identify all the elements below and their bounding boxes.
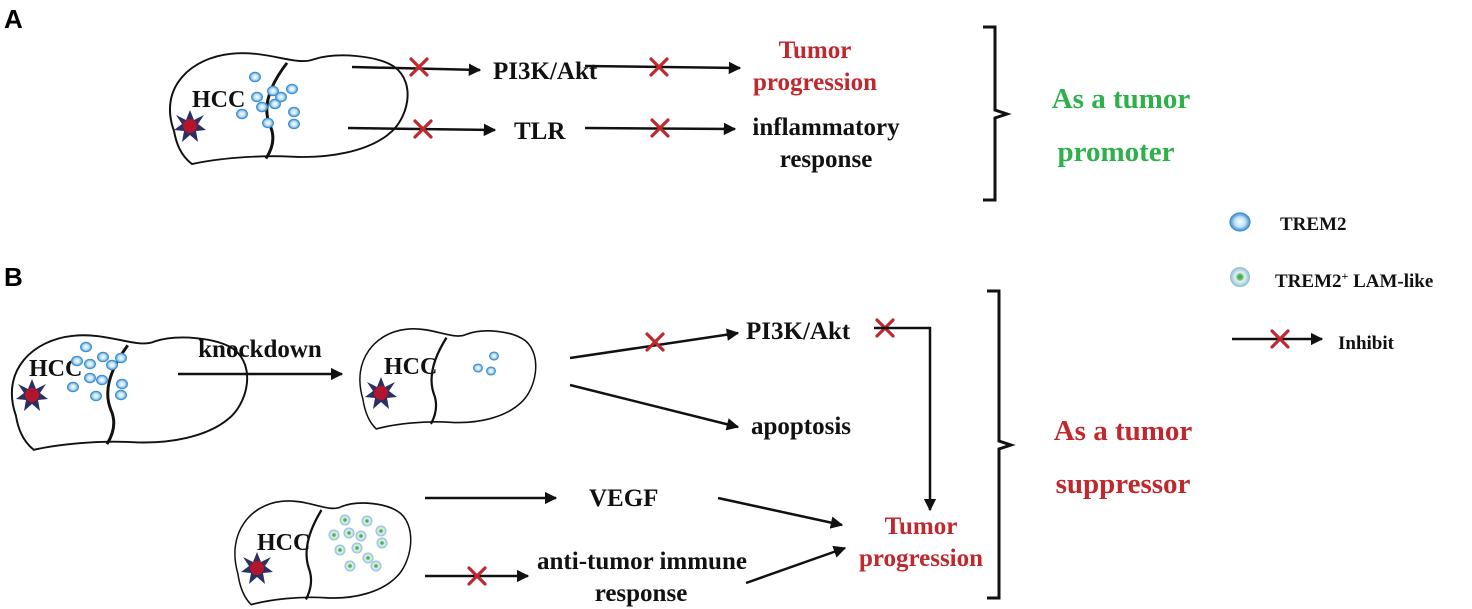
role-label-b2: suppressor	[1056, 468, 1191, 500]
inhibit-x-icon	[649, 57, 669, 77]
tumor-progression-label-a1: Tumor	[779, 37, 852, 64]
arrow-immune-to-tumor	[745, 545, 847, 585]
inhibit-x-icon	[1270, 329, 1290, 349]
apoptosis-label: apoptosis	[751, 413, 851, 440]
lam-like-cell-icon	[1230, 267, 1250, 287]
legend-inhibit-label: Inhibit	[1338, 333, 1395, 354]
pi3k-label-b: PI3K/Akt	[746, 318, 851, 345]
arrow-pi3k-to-tumor-b	[874, 326, 937, 512]
tumor-progression-label-b1: Tumor	[885, 513, 958, 540]
immune-response-label-2: response	[595, 580, 688, 607]
panel-a-label: A	[4, 4, 23, 34]
trem2-cell-cluster-b2	[473, 351, 499, 376]
arrow-to-pi3k-b	[569, 328, 740, 360]
arrow-vegf-to-tumor	[717, 496, 844, 529]
knockdown-label: knockdown	[198, 336, 322, 363]
hcc-label-b3: HCC	[257, 530, 310, 556]
lam-cell-cluster	[328, 514, 388, 572]
inhibit-x-icon	[645, 332, 665, 352]
brace-a	[983, 25, 1012, 202]
hcc-label-b2: HCC	[384, 354, 437, 380]
trem2-cell-icon	[1229, 212, 1251, 232]
inhibit-x-icon	[413, 119, 433, 139]
inhibit-x-icon	[409, 57, 429, 77]
liver-a: HCC	[168, 51, 410, 166]
inflammatory-response-label-2: response	[780, 146, 873, 173]
immune-response-label-1: anti-tumor immune	[537, 548, 747, 575]
liver-b3: HCC	[233, 499, 413, 606]
liver-b2: HCC	[358, 327, 537, 431]
arrow-pi3k-to-tumor	[584, 61, 742, 75]
role-label-b1: As a tumor	[1054, 415, 1193, 447]
hcc-label-a: HCC	[192, 87, 245, 113]
inhibit-x-icon	[467, 566, 487, 586]
arrow-to-apoptosis	[569, 383, 740, 431]
trem2-cell-cluster-a	[236, 71, 300, 130]
pi3k-label-a: PI3K/Akt	[493, 58, 598, 85]
panel-b-label: B	[4, 262, 23, 292]
legend-lam-label: TREM2+ LAM-like	[1275, 269, 1433, 292]
legend: TREM2 TREM2+ LAM-like Inhibit	[1229, 212, 1433, 354]
role-label-a1: As a tumor	[1052, 83, 1191, 115]
liver-b1: HCC	[10, 333, 249, 452]
inflammatory-response-label-1: inflammatory	[752, 114, 900, 141]
trem2-cell-cluster-b1	[67, 341, 128, 402]
tumor-progression-label-b2: progression	[859, 545, 983, 572]
role-label-a2: promoter	[1057, 136, 1174, 168]
tlr-label: TLR	[514, 118, 566, 145]
brace-b	[987, 289, 1016, 600]
tumor-progression-label-a2: progression	[753, 69, 877, 96]
inhibit-x-icon	[650, 118, 670, 138]
legend-trem2-label: TREM2	[1280, 214, 1347, 235]
vegf-label: VEGF	[589, 485, 658, 512]
